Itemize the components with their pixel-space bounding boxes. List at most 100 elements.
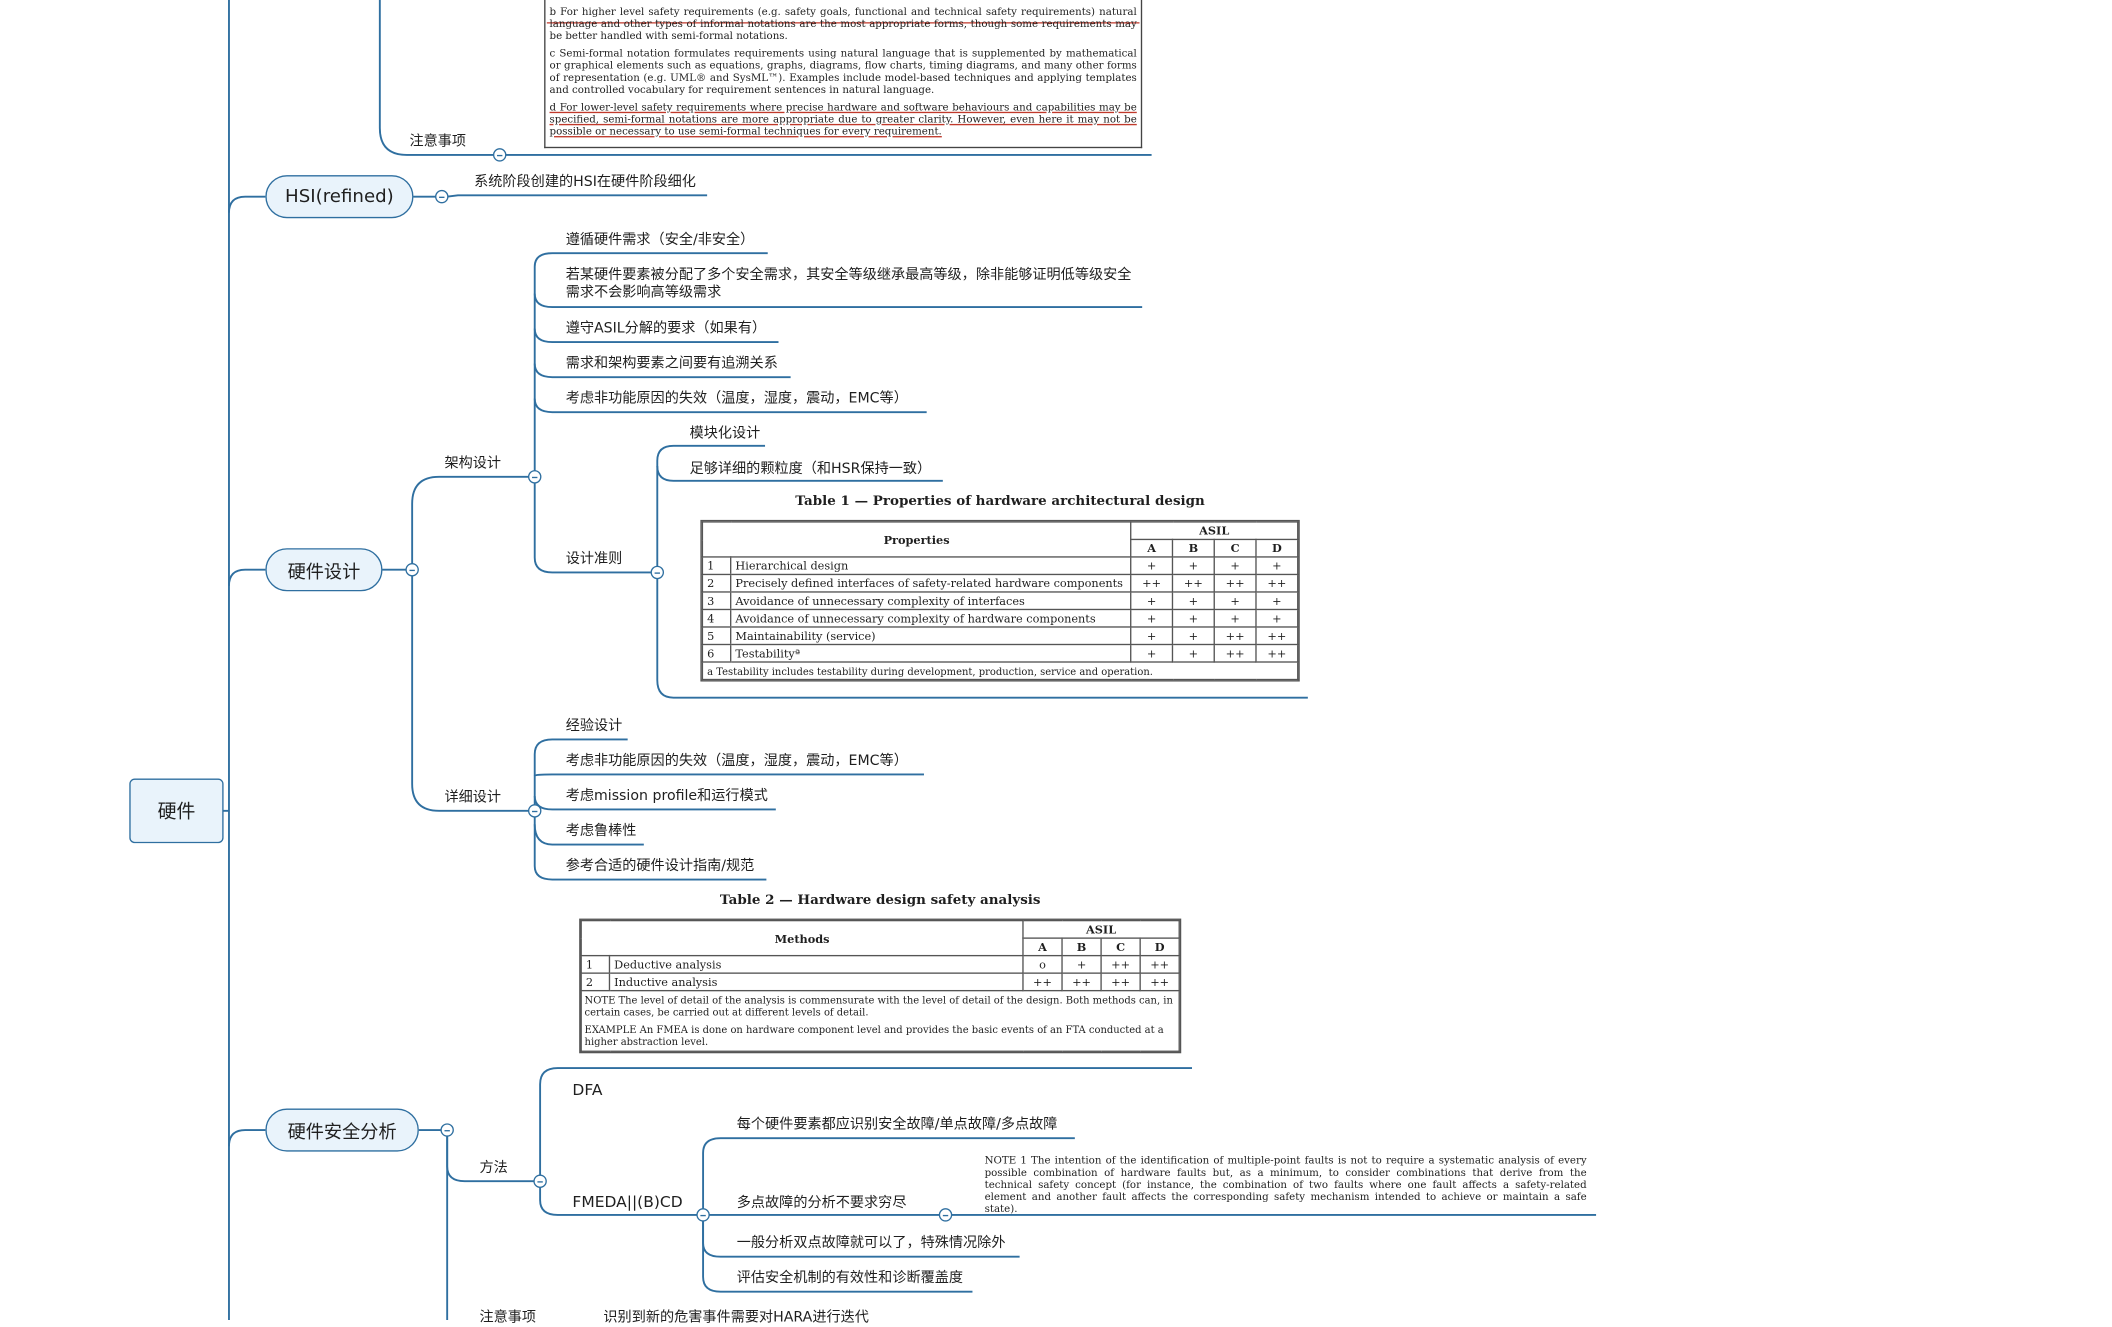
table1-level-c: C bbox=[1213, 538, 1257, 558]
fmeda-item-1[interactable]: 每个硬件要素都应识别安全故障/单点故障/多点故障 bbox=[736, 1116, 1058, 1133]
hsi-description[interactable]: 系统阶段创建的HSI在硬件阶段细化 bbox=[474, 173, 696, 190]
hardware-safety-analysis-node[interactable]: 硬件安全分析 bbox=[265, 1108, 419, 1152]
note-b: b For higher level safety requirements (… bbox=[549, 5, 1137, 42]
asil-cell: + bbox=[1130, 591, 1174, 611]
table1-level-d: D bbox=[1255, 538, 1299, 558]
collapse-toggle-notice[interactable] bbox=[492, 148, 507, 162]
asil-cell: ++ bbox=[1100, 972, 1141, 992]
asil-cell: o bbox=[1022, 954, 1063, 974]
detail-item-3[interactable]: 考虑mission profile和运行模式 bbox=[565, 787, 768, 805]
table2-note-cell: NOTE The level of detail of the analysis… bbox=[580, 989, 1180, 1052]
asil-cell: + bbox=[1213, 608, 1257, 628]
collapse-toggle-detail[interactable] bbox=[527, 804, 542, 818]
row-label: Deductive analysis bbox=[608, 954, 1024, 974]
fmeda-label[interactable]: FMEDA||(B)CD bbox=[572, 1192, 683, 1211]
arch-item-1[interactable]: 遵循硬件需求（安全/非安全） bbox=[565, 231, 755, 248]
asil-cell: + bbox=[1130, 608, 1174, 628]
collapse-toggle-fmeda[interactable] bbox=[696, 1208, 710, 1222]
table2-level-a: A bbox=[1022, 937, 1063, 957]
table1-level-b: B bbox=[1171, 538, 1215, 558]
row-label: Inductive analysis bbox=[608, 972, 1024, 992]
table2-level-b: B bbox=[1061, 937, 1102, 957]
asil-cell: ++ bbox=[1171, 573, 1215, 593]
table2-caption: Table 2 — Hardware design safety analysi… bbox=[719, 892, 1041, 908]
fmeda-item-4[interactable]: 评估安全机制的有效性和诊断覆盖度 bbox=[736, 1270, 964, 1287]
table2-level-c: C bbox=[1100, 937, 1141, 957]
row-label: Testabilityª bbox=[730, 643, 1132, 663]
asil-cell: ++ bbox=[1213, 626, 1257, 646]
detail-item-4[interactable]: 考虑鲁棒性 bbox=[565, 822, 637, 840]
row-label: Avoidance of unnecessary complexity of h… bbox=[730, 608, 1132, 628]
asil-cell: + bbox=[1171, 643, 1215, 663]
collapse-toggle-criteria[interactable] bbox=[650, 565, 665, 580]
criteria-item-2[interactable]: 足够详细的颗粒度（和HSR保持一致） bbox=[689, 460, 932, 477]
row-label: Hierarchical design bbox=[730, 556, 1132, 576]
note-d: d For lower-level safety requirements wh… bbox=[549, 101, 1137, 138]
collapse-toggle-multipoint[interactable] bbox=[938, 1208, 953, 1222]
asil-cell: ++ bbox=[1022, 972, 1063, 992]
row-number: 4 bbox=[701, 608, 731, 628]
collapse-toggle-hsi[interactable] bbox=[435, 189, 449, 204]
arch-item-4[interactable]: 需求和架构要素之间要有追溯关系 bbox=[565, 355, 778, 372]
detail-design-label[interactable]: 详细设计 bbox=[444, 789, 502, 806]
table2-asil-header: ASIL bbox=[1022, 919, 1180, 939]
hsi-refined-node[interactable]: HSI(refined) bbox=[265, 175, 414, 219]
detail-item-5[interactable]: 参考合适的硬件设计指南/规范 bbox=[565, 857, 755, 875]
analysis-notice-label[interactable]: 注意事项 bbox=[479, 1309, 537, 1326]
asil-cell: ++ bbox=[1255, 626, 1299, 646]
root-node[interactable]: 硬件 bbox=[129, 778, 224, 844]
arch-item-5[interactable]: 考虑非功能原因的失效（温度，湿度，震动，EMC等） bbox=[565, 390, 908, 407]
asil-cell: ++ bbox=[1100, 954, 1141, 974]
collapse-toggle-method[interactable] bbox=[533, 1174, 547, 1188]
row-number: 5 bbox=[701, 626, 731, 646]
asil-cell: + bbox=[1255, 608, 1299, 628]
row-label: Precisely defined interfaces of safety-r… bbox=[730, 573, 1132, 593]
table2-level-d: D bbox=[1139, 937, 1180, 957]
row-number: 1 bbox=[580, 954, 610, 974]
hara-iteration-item[interactable]: 识别到新的危害事件需要对HARA进行迭代 bbox=[603, 1309, 869, 1326]
arch-design-label[interactable]: 架构设计 bbox=[444, 455, 502, 472]
arch-item-2[interactable]: 若某硬件要素被分配了多个安全需求，其安全等级继承最高等级，除非能够证明低等级安全… bbox=[565, 266, 1132, 301]
detail-item-2[interactable]: 考虑非功能原因的失效（温度，湿度，震动，EMC等） bbox=[565, 752, 908, 770]
detail-item-1[interactable]: 经验设计 bbox=[565, 717, 623, 735]
table1-properties-header: Properties bbox=[701, 521, 1132, 558]
asil-cell: + bbox=[1255, 556, 1299, 576]
collapse-toggle-arch[interactable] bbox=[527, 470, 542, 484]
asil-cell: + bbox=[1061, 954, 1102, 974]
asil-cell: ++ bbox=[1130, 573, 1174, 593]
table1-footnote: a Testability includes testability durin… bbox=[701, 661, 1299, 681]
table1-asil-header: ASIL bbox=[1130, 521, 1299, 541]
method-label[interactable]: 方法 bbox=[479, 1159, 508, 1176]
asil-cell: ++ bbox=[1139, 954, 1180, 974]
row-number: 6 bbox=[701, 643, 731, 663]
asil-cell: + bbox=[1171, 608, 1215, 628]
collapse-toggle-design[interactable] bbox=[405, 563, 419, 577]
asil-cell: ++ bbox=[1255, 643, 1299, 663]
collapse-toggle-analysis[interactable] bbox=[440, 1123, 454, 1137]
arch-item-3[interactable]: 遵守ASIL分解的要求（如果有） bbox=[565, 320, 767, 337]
design-criteria-label[interactable]: 设计准则 bbox=[565, 550, 623, 568]
asil-cell: + bbox=[1255, 591, 1299, 611]
dfa-label[interactable]: DFA bbox=[572, 1080, 603, 1100]
table1-level-a: A bbox=[1130, 538, 1174, 558]
asil-cell: + bbox=[1130, 556, 1174, 576]
asil-cell: ++ bbox=[1061, 972, 1102, 992]
asil-cell: + bbox=[1171, 626, 1215, 646]
criteria-item-1[interactable]: 模块化设计 bbox=[689, 425, 761, 442]
asil-cell: + bbox=[1130, 626, 1174, 646]
row-label: Avoidance of unnecessary complexity of i… bbox=[730, 591, 1132, 611]
top-notice-label[interactable]: 注意事项 bbox=[409, 133, 467, 150]
hardware-design-node[interactable]: 硬件设计 bbox=[265, 548, 383, 592]
asil-cell: + bbox=[1213, 591, 1257, 611]
asil-cell: ++ bbox=[1213, 573, 1257, 593]
fmeda-item-3[interactable]: 一般分析双点故障就可以了，特殊情况除外 bbox=[736, 1235, 1006, 1252]
fmeda-item-2[interactable]: 多点故障的分析不要求穷尽 bbox=[736, 1194, 907, 1211]
